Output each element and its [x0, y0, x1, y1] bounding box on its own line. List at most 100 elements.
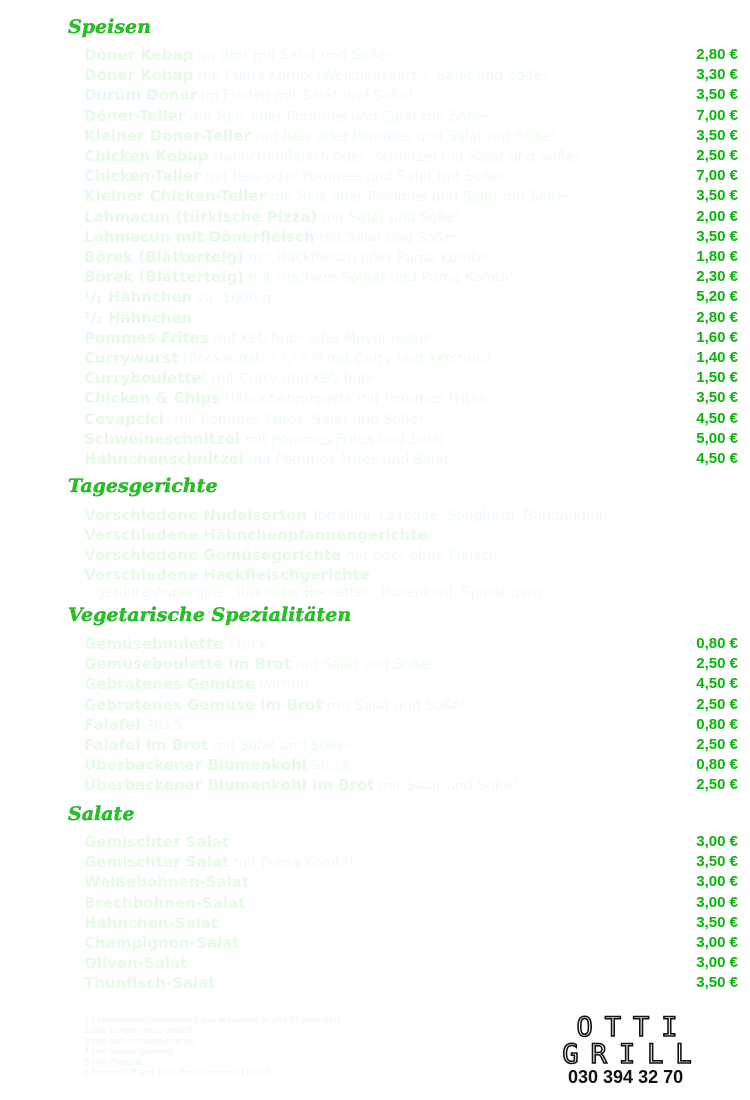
- menu-item: Döner-Teller mit Reis oder Pommes und Sa…: [84, 106, 738, 126]
- menu-item-price: 2,80 €: [696, 308, 738, 326]
- menu-item-name: Chicken-Teller: [84, 167, 201, 186]
- menu-item-name: Brechbohnen-Salat: [84, 893, 246, 912]
- menu-item-description: Hähnchenfleisch oder -schnitzel mit Sala…: [208, 149, 581, 165]
- menu-item-price: 2,50 €: [696, 736, 738, 753]
- menu-item-price: 3,00 €: [696, 954, 738, 972]
- menu-item-name: Börek (Blätterteig): [84, 248, 245, 266]
- menu-item-price: 3,00 €: [696, 893, 738, 911]
- menu-item: Cevapcici⁶ mit Pommes Frites, Salat und …: [84, 409, 738, 429]
- menu-item: Verschiedene Gemüsegerichte mit oder ohn…: [84, 545, 738, 565]
- menu-item-description: mit Reis oder Pommes und Salat mit Soße²: [185, 108, 490, 125]
- menu-item-price: 5,20 €: [696, 288, 738, 306]
- menu-item-price: 2,50 €: [696, 695, 738, 713]
- menu-item-price: 7,00 €: [696, 167, 738, 185]
- menu-item-name: Gebratenes Gemüse im Brot: [84, 695, 323, 714]
- menu-item-name: Curryboulette: [84, 369, 202, 388]
- menu-item-price: 7,00 €: [696, 106, 738, 124]
- menu-item-name: Schweineschnitzel: [84, 429, 240, 448]
- otti-grill-logo: OTTI GRILL: [543, 1012, 723, 1069]
- menu-item-name: Gemischter Salat: [84, 833, 230, 851]
- section-title-tagesgerichte: Tagesgerichte: [68, 475, 218, 497]
- menu-item-description: ca. 1000 g: [192, 290, 271, 307]
- menu-item-name: Verschiedene Hackfleischgerichte: [84, 566, 370, 584]
- menu-item-name: Lahmacun (türkische Pizza): [84, 207, 318, 226]
- menu-item-name: Kleiner Chicken-Teller: [84, 187, 266, 206]
- menu-item-name: Überbackener Blumenkohl im Brot: [84, 776, 375, 795]
- menu-item: Hähnchenschnitzel mit Pommes Frites und …: [84, 449, 738, 469]
- menu-item-price: 2,80 €: [696, 46, 738, 63]
- menu-item-description: Tortellini, Lasagne, Spaghetti, Bandnude…: [307, 508, 608, 524]
- menu-item-description: mit Salat und Soße²: [317, 209, 461, 226]
- menu-item-description: mit Ketchup² oder Mayonnaise²: [208, 330, 434, 347]
- menu-item-price: 2,50 €: [696, 655, 738, 673]
- menu-item-description: Stück: [140, 717, 185, 734]
- menu-item: Döner Kebap mit Puma Kombi (Weichkäseart…: [84, 65, 738, 85]
- menu-item: Falafel im Brot mit Salat und Soße² 2,50 …: [84, 735, 738, 755]
- menu-item: Verschiedene Hackfleischgerichte: [84, 565, 738, 585]
- footnote: 2 mit Konservierungsstoff: [84, 1026, 194, 1037]
- menu-item-name: Dürüm Döner: [84, 86, 198, 105]
- section-title-vegetarisch: Vegetarische Spezialitäten: [68, 604, 352, 626]
- footnote: 1 Lebensmittelzubereitung aus Magermilch…: [84, 1016, 341, 1026]
- menu-item-description: (Bockwurst¹,²,³,⁴,⁵,⁶) mit Curry und Ket…: [178, 351, 491, 367]
- menu-item-name: Gebratenes Gemüse: [84, 675, 255, 694]
- section-title-salate: Salate: [68, 803, 135, 825]
- menu-item-description: mit Salat und Soße²: [208, 738, 352, 754]
- menu-item-price: 1,40 €: [696, 349, 738, 366]
- menu-item-price: 2,50 €: [696, 147, 738, 164]
- menu-item-description: mit Salat und Soße²: [322, 697, 466, 714]
- menu-item-description: mit Puma Kombi (Weichkäseart¹), Salat un…: [193, 68, 549, 85]
- menu-item-description: mit Reis oder Pommes und Salat mit Soße²: [266, 189, 571, 206]
- menu-item: Kleiner Chicken-Teller mit Reis oder Pom…: [84, 186, 738, 206]
- menu-item-name: Döner Kebap: [84, 46, 194, 64]
- menu-item-description: mit Pommes Frites und Salat: [244, 452, 450, 468]
- menu-item-description: mit Hackfleisch oder Puma Kombi¹: [244, 250, 490, 266]
- menu-item-price: 1,80 €: [696, 248, 738, 265]
- menu-item-price: 2,30 €: [696, 268, 738, 286]
- menu-item-name: Gemüseboulette im Brot: [84, 655, 291, 674]
- footnote: 6 hergestellt aus fein, zerkleinertem Fl…: [84, 1068, 271, 1079]
- menu-item: Brechbohnen-Salat 3,00 €: [84, 893, 738, 913]
- menu-item-price: 1,50 €: [696, 369, 738, 387]
- menu-item: Lahmacun (türkische Pizza) mit Salat und…: [84, 207, 738, 227]
- menu-item-name: Verschiedene Gemüsegerichte: [84, 546, 342, 564]
- menu-item-description: Portion: [254, 677, 309, 694]
- menu-item-name: Verschiedene Hähnchenpfannengerichte: [84, 526, 428, 544]
- menu-item-name: Gemischter Salat: [84, 853, 230, 872]
- menu-item: ¹/₁ Hähnchen ca. 1000 g 5,20 €: [84, 287, 738, 307]
- menu-item-name: Pommes Frites: [84, 328, 209, 347]
- menu-item: Überbackener Blumenkohl im Brot mit Sala…: [84, 775, 738, 795]
- section-title-speisen: Speisen: [68, 16, 151, 38]
- menu-item: Currywurst (Bockwurst¹,²,³,⁴,⁵,⁶) mit Cu…: [84, 348, 738, 368]
- menu-item-description: ⁶ mit Pommes Frites, Salat und Soße²: [163, 411, 424, 428]
- menu-item-description: mit Pommes Frites und Salat: [239, 431, 446, 448]
- menu-item-price: 1,60 €: [696, 328, 738, 346]
- menu-item-description: mit Reis oder Pommes und Salat mit Soße²: [200, 169, 506, 186]
- footnote: 5 mit Phospat: [84, 1057, 143, 1068]
- menu-item-name: Falafel im Brot: [84, 736, 209, 754]
- menu-item: Chicken-Teller mit Reis oder Pommes und …: [84, 166, 738, 186]
- phone-number: 030 394 32 70: [568, 1067, 684, 1087]
- menu-item: Gemüseboulette im Brot mit Salat und Soß…: [84, 654, 738, 674]
- menu-item: Gebratenes Gemüse im Brot mit Salat und …: [84, 695, 738, 715]
- menu-item-name: Champignon-Salat: [84, 934, 240, 952]
- menu-item-price: 3,50 €: [696, 227, 738, 245]
- menu-item-name: ¹/₁ Hähnchen: [84, 288, 193, 307]
- menu-item-price: 3,50 €: [696, 853, 738, 871]
- tagesgerichte-subline: gefüllte Aubergine, Türkische Bouletten,…: [96, 585, 546, 601]
- menu-item: Kleiner Döner-Teller mit Reis oder Pomme…: [84, 126, 738, 146]
- menu-item: Verschiedene Hähnchenpfannengerichte: [84, 525, 738, 545]
- menu-item-description: Hähnchennuggets mit Pommes Frites: [220, 391, 487, 408]
- logo-line-1: OTTI: [576, 1012, 690, 1043]
